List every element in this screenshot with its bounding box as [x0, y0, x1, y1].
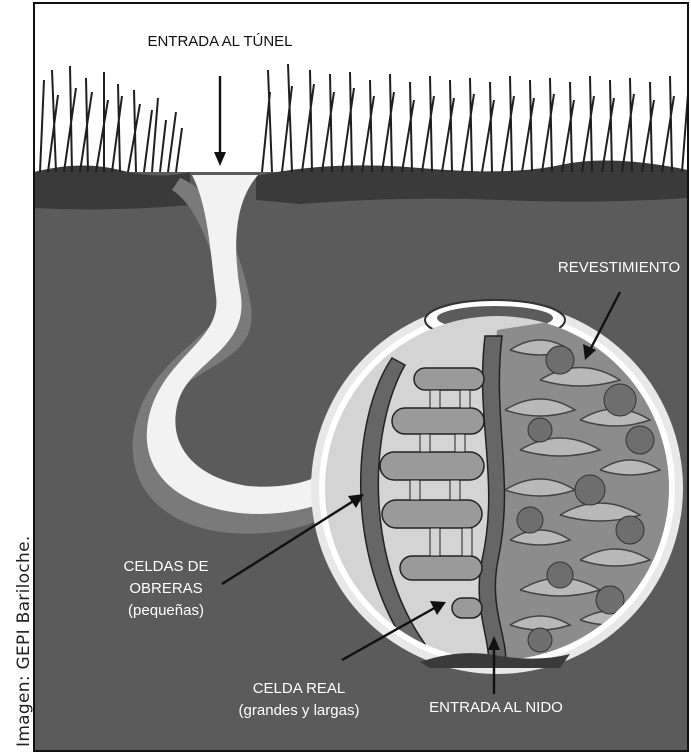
- label-royal-cell-2: (grandes y largas): [239, 702, 360, 719]
- label-worker-cells-3: (pequeñas): [128, 602, 204, 619]
- label-lining: REVESTIMIENTO: [558, 259, 680, 276]
- label-nest-entrance: ENTRADA AL NIDO: [429, 699, 563, 716]
- label-tunnel-entrance: ENTRADA AL TÚNEL: [147, 33, 292, 50]
- label-worker-cells-2: OBRERAS: [129, 580, 202, 597]
- label-royal-cell-1: CELDA REAL: [253, 680, 346, 697]
- label-worker-cells-1: CELDAS DE: [123, 558, 208, 575]
- royal-cell: [452, 598, 482, 618]
